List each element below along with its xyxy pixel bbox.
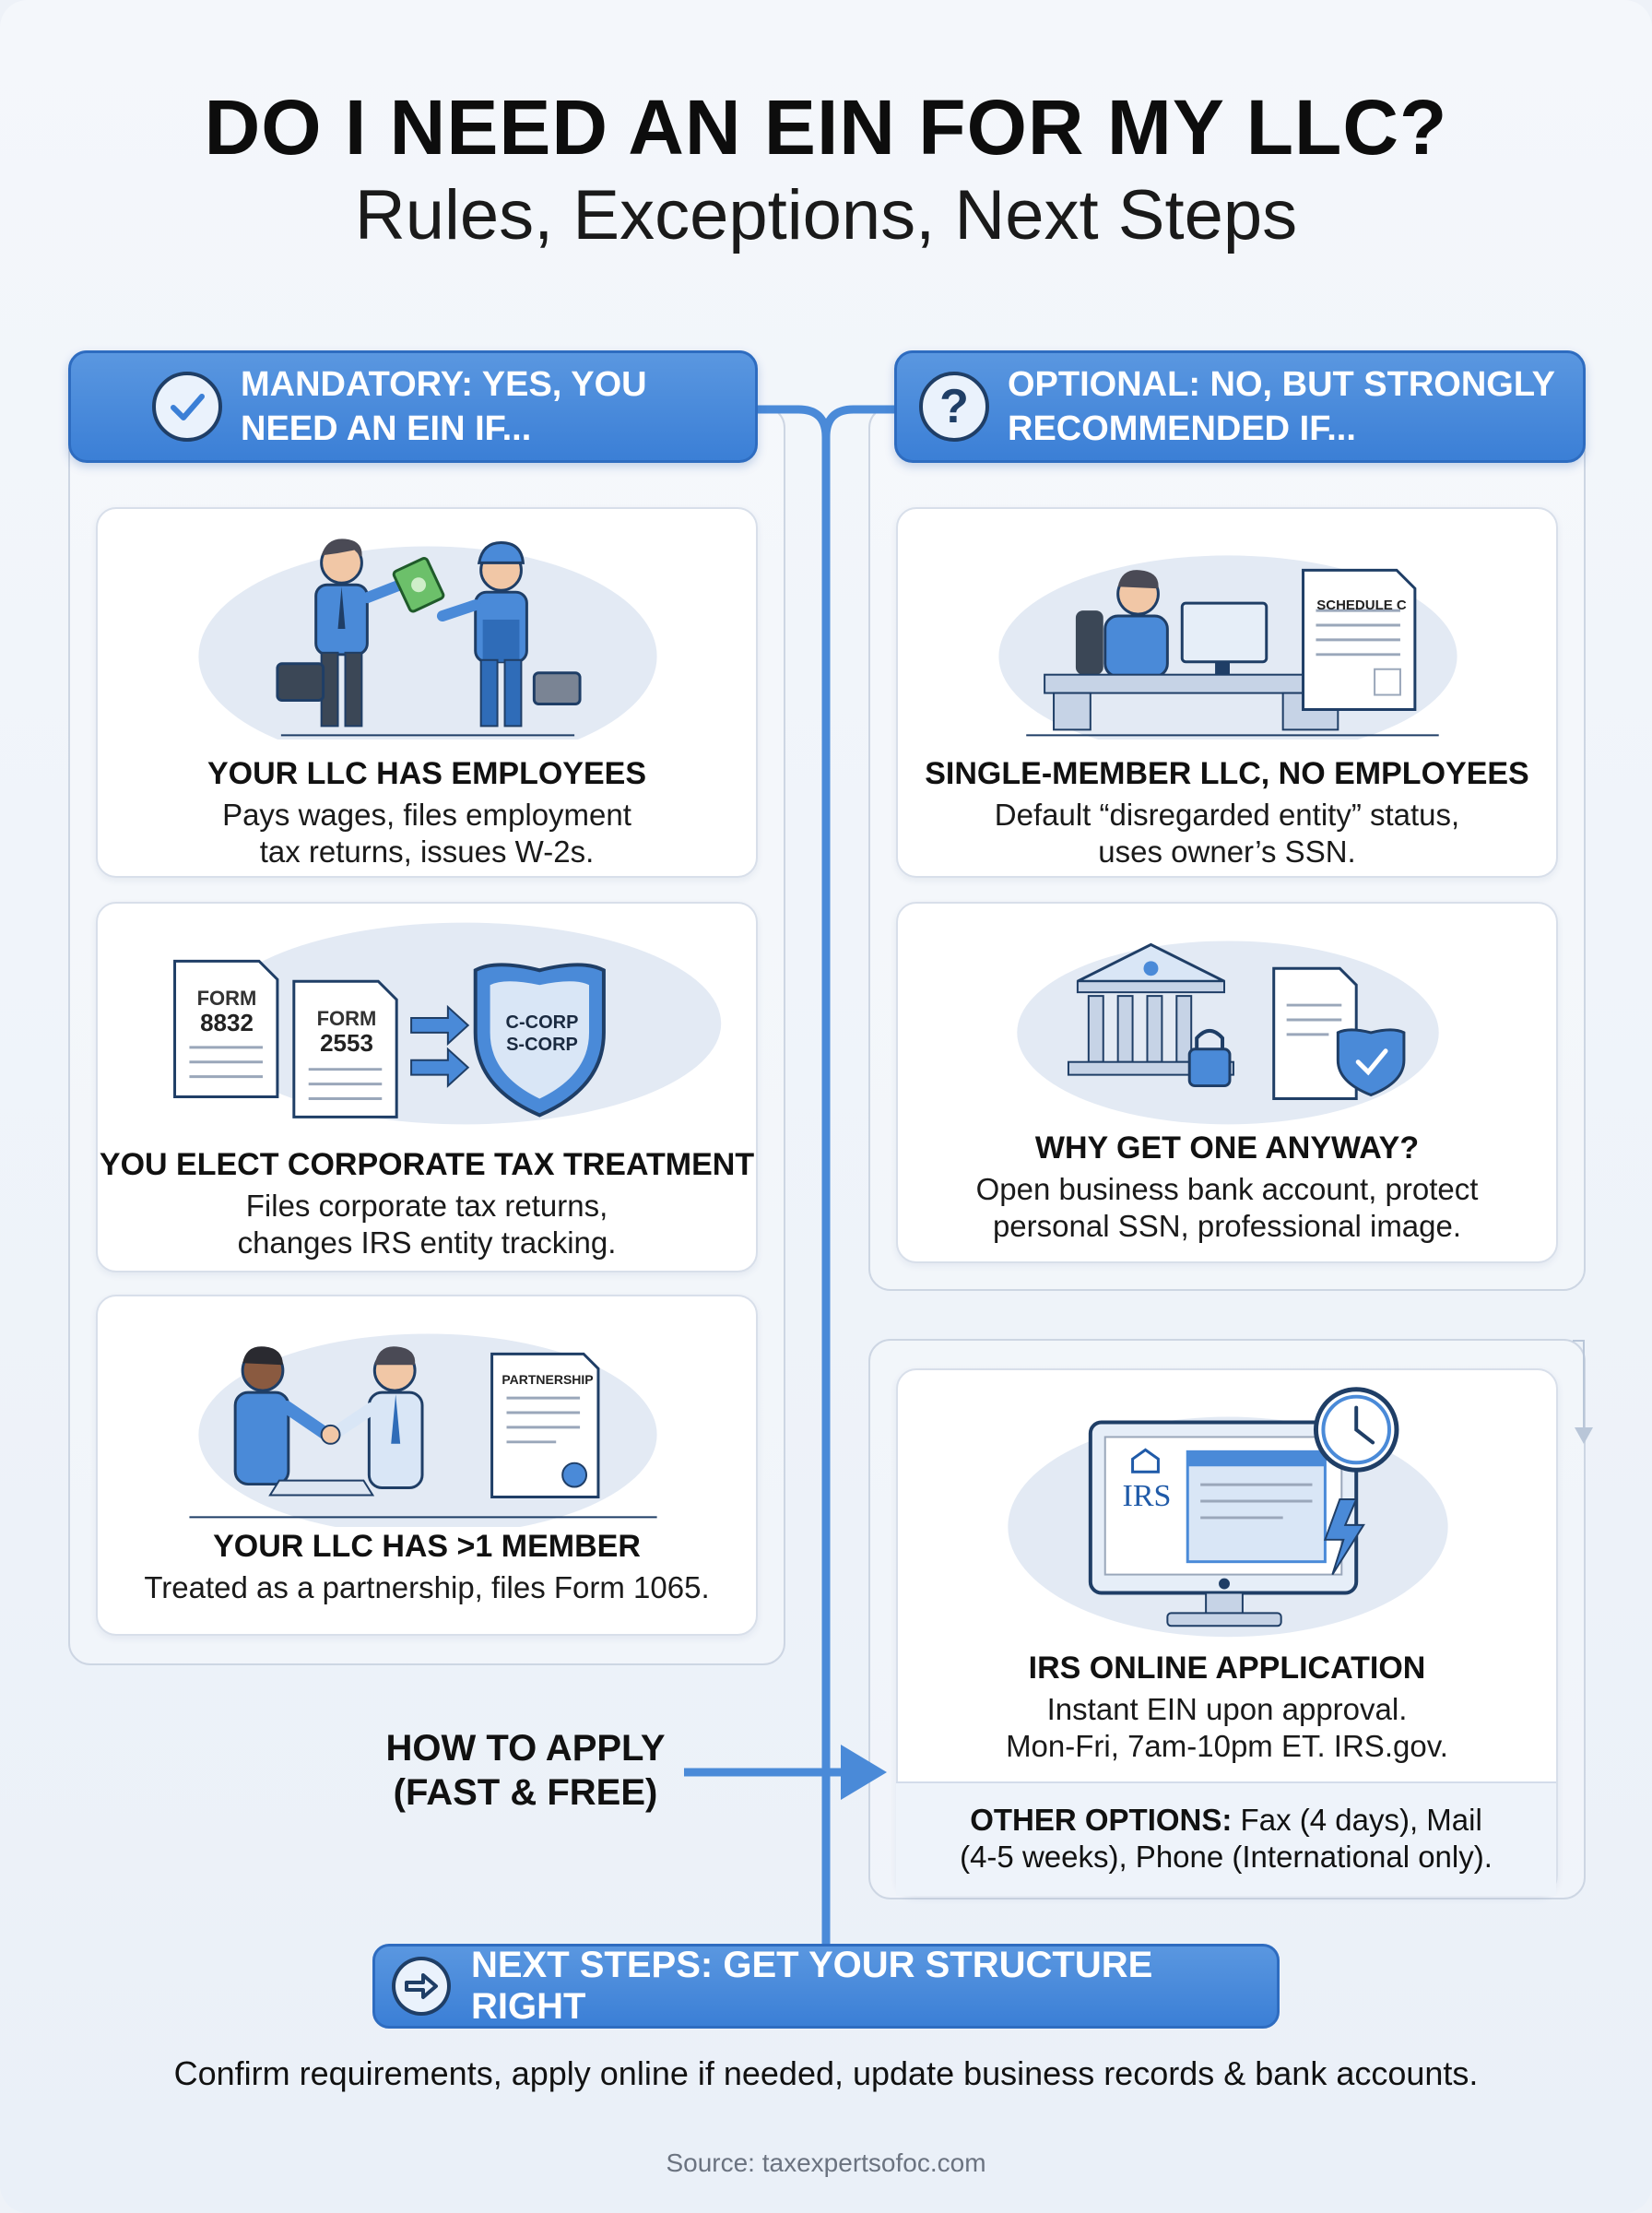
card-irs-online: IRS IRS ONLINE APPLICATION Instant EIN u…: [896, 1368, 1558, 1896]
source-credit: Source: taxexpertsofoc.com: [666, 2148, 986, 2177]
card-corporate-desc-line1: Files corporate tax returns,: [245, 1189, 608, 1223]
form-8832-number: 8832: [200, 1009, 254, 1036]
page-title: DO I NEED AN EIN FOR MY LLC?: [204, 84, 1448, 171]
how-to-apply-line1: HOW TO APPLY: [385, 1728, 666, 1769]
card-why-get-one: WHY GET ONE ANYWAY? Open business bank a…: [896, 902, 1558, 1263]
optional-header-line2: RECOMMENDED IF...: [1008, 409, 1356, 448]
card-why-title: WHY GET ONE ANYWAY?: [1034, 1130, 1420, 1166]
card-multi-member-title: YOUR LLC HAS >1 MEMBER: [213, 1529, 641, 1564]
irs-computer-illustration: [1008, 1387, 1448, 1638]
card-irs-desc-line2: Mon-Fri, 7am-10pm ET. IRS.gov.: [1006, 1729, 1448, 1763]
mandatory-header-line1: MANDATORY: YES, YOU: [241, 365, 647, 404]
card-why-desc-line1: Open business bank account, protect: [975, 1172, 1479, 1206]
card-corporate-election: FORM 8832 FORM 2553 C-CORP S-CORP YOU EL…: [96, 902, 758, 1272]
card-employees-title: YOUR LLC HAS EMPLOYEES: [206, 756, 647, 791]
bank-and-secure-document-illustration: [1017, 941, 1439, 1125]
other-options-text: Fax (4 days), Mail: [1232, 1803, 1482, 1837]
check-circle-icon: [152, 372, 222, 442]
card-multi-member: PARTNERSHIP YOUR LLC HAS >1 MEMBER Treat…: [96, 1295, 758, 1636]
schedule-c-doc-label: SCHEDULE C: [1316, 598, 1407, 613]
card-employees: YOUR LLC HAS EMPLOYEES Pays wages, files…: [96, 507, 758, 878]
card-why-desc-line2: personal SSN, professional image.: [992, 1209, 1462, 1243]
page-subtitle: Rules, Exceptions, Next Steps: [354, 176, 1298, 254]
card-single-member-title: SINGLE-MEMBER LLC, NO EMPLOYEES: [925, 756, 1529, 791]
how-to-apply-label: HOW TO APPLY (FAST & FREE): [350, 1726, 701, 1815]
card-single-member: SCHEDULE C SINGLE-MEMBER LLC, NO EMPLOYE…: [896, 507, 1558, 878]
optional-header-line1: OPTIONAL: NO, BUT STRONGLY: [1008, 365, 1555, 404]
card-employees-desc-line1: Pays wages, files employment: [222, 798, 631, 832]
form-2553-number: 2553: [320, 1029, 373, 1057]
mandatory-header: MANDATORY: YES, YOU NEED AN EIN IF...: [68, 350, 758, 463]
form-2553-label: FORM: [316, 1007, 377, 1030]
tax-forms-illustration: [173, 922, 722, 1125]
card-corporate-title: YOU ELECT CORPORATE TAX TREATMENT: [99, 1147, 755, 1182]
how-to-apply-line2: (FAST & FREE): [393, 1772, 658, 1813]
card-irs-title: IRS ONLINE APPLICATION: [1028, 1651, 1426, 1686]
shield-ccorp-label: C-CORP: [505, 1012, 579, 1033]
person-at-desk-illustration: [998, 555, 1457, 740]
next-steps-banner: NEXT STEPS: GET YOUR STRUCTURE RIGHT: [372, 1944, 1280, 2029]
card-single-member-desc-line1: Default “disregarded entity” status,: [994, 798, 1460, 832]
card-corporate-desc-line2: changes IRS entity tracking.: [237, 1225, 617, 1260]
card-irs-desc-line1: Instant EIN upon approval.: [1046, 1692, 1408, 1726]
irs-logo-text: IRS: [1122, 1479, 1172, 1513]
next-steps-label: NEXT STEPS: GET YOUR STRUCTURE RIGHT: [470, 1945, 1153, 2027]
arrow-right-circle-icon: [392, 1957, 451, 2016]
other-options-label: OTHER OPTIONS:: [970, 1803, 1233, 1837]
question-circle-icon: ?: [919, 372, 989, 442]
partnership-doc-label: PARTNERSHIP: [502, 1372, 594, 1387]
other-options-line2: (4-5 weeks), Phone (International only).: [960, 1840, 1493, 1874]
card-employees-desc-line2: tax returns, issues W-2s.: [259, 834, 595, 869]
mandatory-header-line2: NEED AN EIN IF...: [241, 409, 532, 448]
other-options: OTHER OPTIONS: Fax (4 days), Mail (4-5 w…: [896, 1781, 1556, 1896]
handshake-partnership-illustration: [189, 1333, 657, 1527]
card-single-member-desc-line2: uses owner’s SSN.: [1098, 834, 1356, 869]
next-steps-description: Confirm requirements, apply online if ne…: [173, 2054, 1479, 2092]
employer-paying-worker-illustration: [198, 538, 657, 740]
form-8832-label: FORM: [196, 987, 257, 1010]
shield-scorp-label: S-CORP: [506, 1035, 578, 1055]
optional-header: ? OPTIONAL: NO, BUT STRONGLY RECOMMENDED…: [894, 350, 1586, 463]
card-multi-member-desc: Treated as a partnership, files Form 106…: [144, 1570, 710, 1604]
